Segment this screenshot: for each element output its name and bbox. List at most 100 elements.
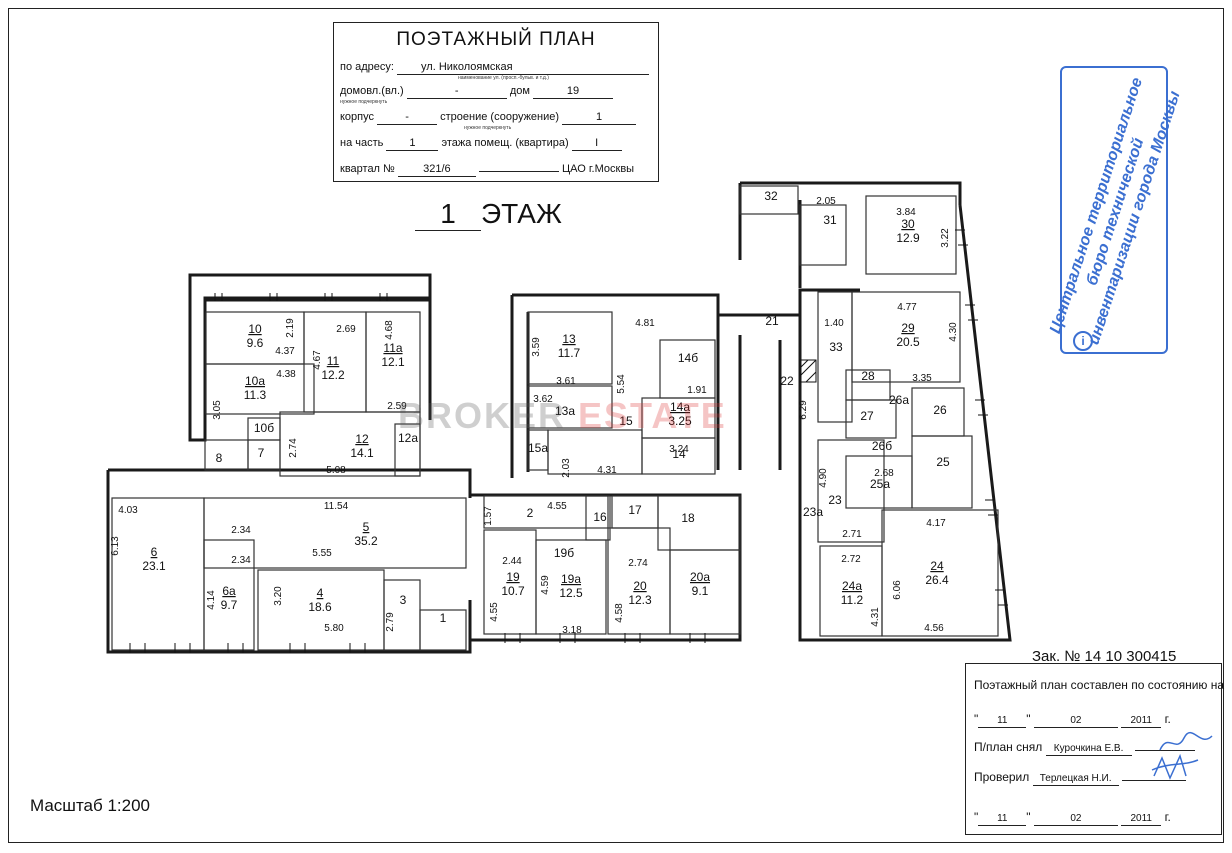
bti-stamp: Центральное территориальное бюро техниче… bbox=[1047, 66, 1184, 354]
room-number: 27 bbox=[860, 409, 874, 423]
stamp-text: Центральное территориальное бюро техниче… bbox=[1047, 75, 1184, 347]
badge-letter: i bbox=[1081, 334, 1084, 348]
room-number: 31 bbox=[823, 213, 837, 227]
room-area: 9.6 bbox=[247, 336, 264, 350]
room-number: 33 bbox=[829, 340, 843, 354]
date2-suffix: г. bbox=[1164, 810, 1171, 824]
date1-row: "11" 02 2011 г. bbox=[974, 712, 1171, 728]
date2-row: "11" 02 2011 г. bbox=[974, 810, 1171, 826]
date2-day: 11 bbox=[978, 812, 1027, 826]
dimension-label: 4.30 bbox=[948, 322, 959, 342]
dimension-label: 4.14 bbox=[206, 590, 217, 610]
room-number: 8 bbox=[216, 451, 223, 465]
room-number: 13 bbox=[562, 332, 576, 346]
date1-year: 2011 bbox=[1121, 714, 1162, 728]
windows-bottom bbox=[129, 633, 706, 653]
domovl-hint: нужное подчеркнуть bbox=[340, 99, 388, 105]
room-outline-2 bbox=[483, 495, 609, 529]
dimension-label: 2.71 bbox=[842, 529, 862, 540]
dimension-label: 1.91 bbox=[687, 385, 707, 396]
room-number: 20а bbox=[690, 570, 710, 584]
dimension-label: 4.31 bbox=[597, 465, 617, 476]
surveyor-signature bbox=[1159, 731, 1213, 751]
wall-left-upper bbox=[203, 298, 432, 435]
room-number: 22 bbox=[780, 374, 794, 388]
dimension-label: 5.80 bbox=[324, 623, 344, 634]
room-area: 12.9 bbox=[896, 231, 920, 245]
room-outline-13 bbox=[527, 311, 613, 385]
room-number: 17 bbox=[628, 503, 642, 517]
room-number: 23 bbox=[828, 493, 842, 507]
room-outline-33 bbox=[817, 291, 853, 423]
room-area: 18.6 bbox=[308, 600, 332, 614]
scale-label: Масштаб 1:200 bbox=[30, 796, 150, 815]
dimension-label: 4.17 bbox=[926, 518, 946, 529]
room-number: 1 bbox=[440, 611, 447, 625]
dimension-label: 3.84 bbox=[896, 207, 916, 218]
wall-left-block-outer bbox=[188, 273, 432, 442]
room-area: 20.5 bbox=[896, 335, 920, 349]
room-outline-1 bbox=[419, 609, 467, 651]
dimension-label: 4.38 bbox=[276, 369, 296, 380]
room-number: 26б bbox=[872, 439, 892, 453]
room-area: 12.3 bbox=[628, 593, 652, 607]
room-area: 11.7 bbox=[558, 346, 581, 360]
korpus-label: корпус bbox=[340, 111, 375, 123]
stroenie-value: 1 bbox=[562, 111, 637, 125]
floor-label: этажа помещ. (квартира) bbox=[441, 137, 569, 149]
dimension-label: 4.37 bbox=[275, 346, 295, 357]
room-number: 15а bbox=[528, 441, 548, 455]
room-number: 26а bbox=[889, 393, 909, 407]
dom-value: 19 bbox=[532, 85, 613, 99]
dimension-label: 3.18 bbox=[562, 625, 582, 636]
room-number: 19б bbox=[554, 546, 574, 560]
dimension-label: 5.08 bbox=[326, 465, 346, 476]
kvartal-value: 321/6 bbox=[397, 163, 476, 177]
dimension-label: 4.56 bbox=[924, 623, 944, 634]
dimension-label: 2.03 bbox=[561, 458, 572, 478]
dimension-label: 3.05 bbox=[212, 400, 223, 420]
room-area: 26.4 bbox=[925, 573, 949, 587]
part-row: на часть 1 этажа помещ. (квартира) I bbox=[340, 137, 622, 151]
dimension-label: 4.59 bbox=[540, 575, 551, 595]
dimension-label: 3.61 bbox=[556, 376, 576, 387]
room-area: 14.1 bbox=[350, 446, 374, 460]
windows-top-left bbox=[214, 293, 388, 301]
room-number: 14а bbox=[670, 400, 690, 414]
address-hint: наименование ул. (просп.-бульв. и т.д.) bbox=[458, 75, 549, 81]
dimension-label: 2.74 bbox=[288, 438, 299, 458]
order-number: Зак. № 14 10 300415 bbox=[1032, 648, 1177, 665]
room-number: 12а bbox=[398, 431, 418, 445]
dimension-label: 3.35 bbox=[912, 373, 932, 384]
room-number: 12 bbox=[355, 432, 369, 446]
dimension-label: 4.90 bbox=[818, 468, 829, 488]
room-outline-25 bbox=[911, 435, 973, 509]
checker-name: Терлецкая Н.И. bbox=[1032, 772, 1119, 786]
date2-year: 2011 bbox=[1121, 812, 1162, 826]
room-number: 3 bbox=[400, 593, 407, 607]
room-outline-25a bbox=[845, 455, 913, 509]
room-area: 12.2 bbox=[321, 368, 345, 382]
checker-label: Проверил bbox=[974, 770, 1030, 784]
room-outline-5 bbox=[203, 497, 467, 569]
dimension-label: 2.34 bbox=[231, 525, 251, 536]
room-area: 10.7 bbox=[501, 584, 525, 598]
room-number: 21 bbox=[765, 314, 779, 328]
room-outline-14 bbox=[641, 437, 716, 475]
date1-month: 02 bbox=[1033, 714, 1118, 728]
room-number: 14б bbox=[678, 351, 698, 365]
dom-label: дом bbox=[509, 85, 530, 97]
room-outline-31 bbox=[799, 204, 847, 266]
dimension-label: 5.55 bbox=[312, 548, 332, 559]
dimension-label: 4.77 bbox=[897, 302, 917, 313]
room-outline-24 bbox=[881, 509, 999, 637]
domovl-row: домовл.(вл.) - дом 19 bbox=[340, 85, 613, 99]
dimension-label: 3.22 bbox=[940, 228, 951, 248]
dimension-label: 2.74 bbox=[628, 558, 648, 569]
room-number: 28 bbox=[861, 369, 875, 383]
dimension-label: 2.44 bbox=[502, 556, 522, 567]
date1-day: 11 bbox=[978, 714, 1027, 728]
watermark-part1: BROKER bbox=[398, 395, 567, 436]
dimension-label: 3.24 bbox=[669, 444, 689, 455]
